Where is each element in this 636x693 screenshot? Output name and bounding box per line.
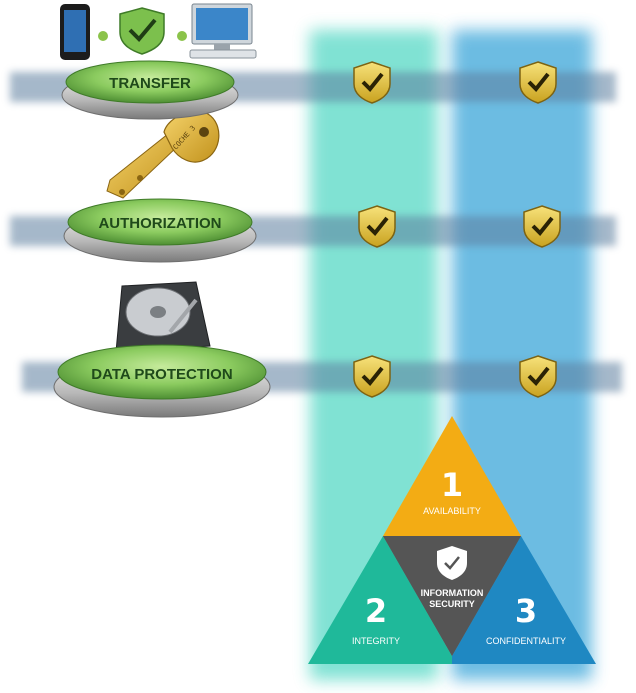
segment-availability <box>383 416 521 536</box>
center-line-1: INFORMATION <box>421 588 484 598</box>
shield-check-icon <box>519 355 557 398</box>
confidentiality-label: CONFIDENTIALITY <box>486 636 566 646</box>
phone-icon <box>60 4 90 60</box>
pedestal-authorization: AUTHORIZATION <box>63 198 257 263</box>
hard-drive-icon <box>115 281 211 353</box>
row-label-data-protection: DATA PROTECTION <box>91 366 232 383</box>
availability-number: 1 <box>441 466 463 504</box>
shield-check-icon <box>353 61 391 104</box>
segment-integrity <box>308 536 452 664</box>
shield-check-icon <box>358 205 396 248</box>
segment-confidentiality <box>452 536 596 664</box>
key-icon: COCHE 3 <box>106 110 220 199</box>
shield-check-icon <box>519 61 557 104</box>
devices-transfer-icon <box>60 3 257 60</box>
integrity-label: INTEGRITY <box>352 636 400 646</box>
row-label-transfer: TRANSFER <box>109 75 191 92</box>
shield-check-icon <box>523 205 561 248</box>
computer-icon <box>189 3 257 59</box>
confidentiality-number: 3 <box>515 592 537 630</box>
shield-check-icon <box>437 546 467 580</box>
shield-check-icon <box>119 7 165 55</box>
information-security-triangle: 1 AVAILABILITY 2 INTEGRITY 3 CONFIDENTIA… <box>308 416 596 664</box>
availability-label: AVAILABILITY <box>423 506 481 516</box>
pedestal-data-protection: DATA PROTECTION <box>53 344 271 418</box>
integrity-number: 2 <box>365 592 387 630</box>
row-label-authorization: AUTHORIZATION <box>98 215 221 232</box>
shield-check-icon <box>353 355 391 398</box>
pedestal-transfer: TRANSFER <box>61 60 239 120</box>
center-line-2: SECURITY <box>429 599 475 609</box>
